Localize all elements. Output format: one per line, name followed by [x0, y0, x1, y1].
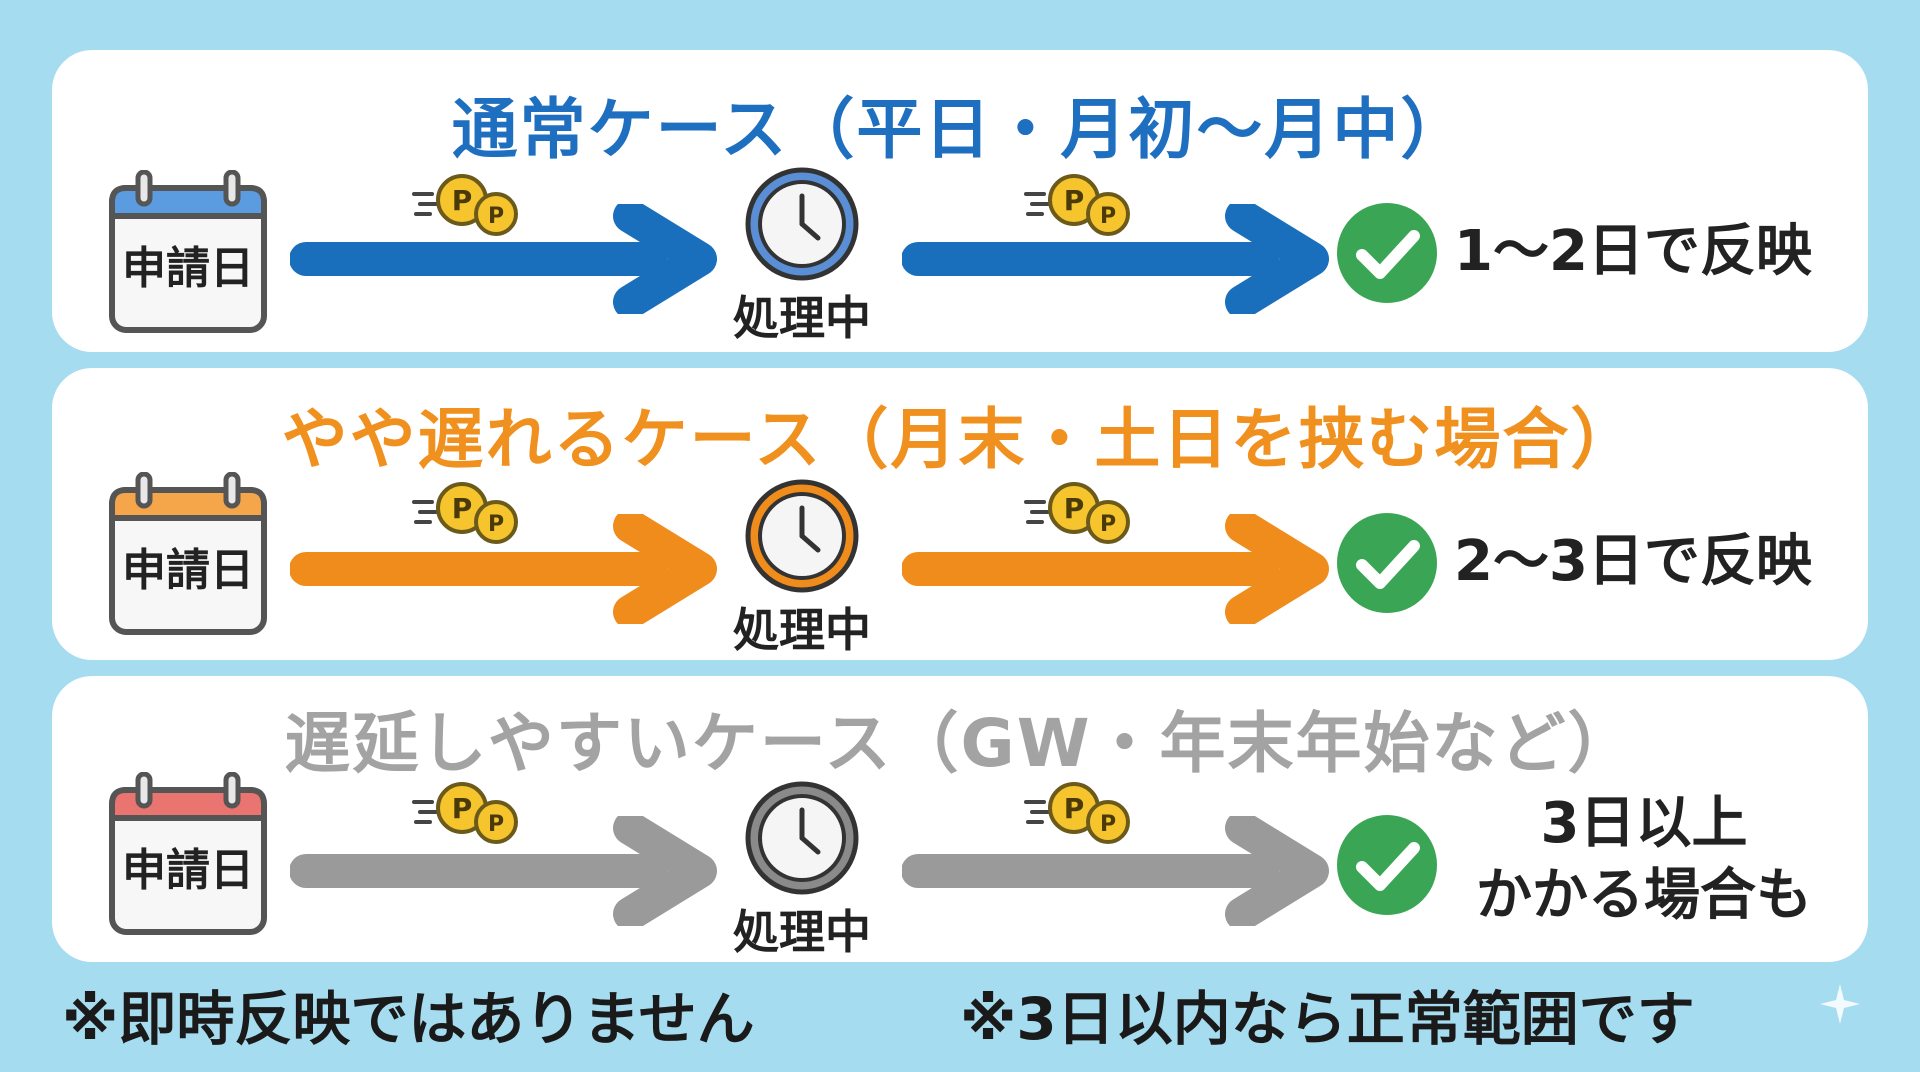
- case-flow: 申請日 P P 処理中: [52, 676, 1868, 962]
- result-line: 2〜3日で反映: [1454, 529, 1812, 594]
- footer-notes: ※即時反映ではありません ※3日以内なら正常範囲です: [0, 972, 1920, 1062]
- point-coins-icon: P P: [412, 174, 518, 236]
- result-line: かかる場合も: [1476, 863, 1812, 928]
- svg-text:P: P: [1064, 792, 1085, 825]
- start-label: 申請日: [122, 243, 254, 294]
- case-title: 通常ケース（平日・月初〜月中）: [451, 91, 1469, 168]
- calendar-icon: 申請日: [108, 169, 268, 334]
- result-text: 1〜2日で反映: [1454, 216, 1874, 288]
- svg-text:P: P: [488, 204, 504, 229]
- svg-text:P: P: [488, 512, 504, 537]
- case-panel-likely-delayed: 遅延しやすいケース（GW・年末年始など） 申請日 P P: [52, 676, 1868, 962]
- arrow-icon: [902, 816, 1329, 926]
- sparkle-icon: [1820, 984, 1860, 1024]
- svg-text:P: P: [1064, 184, 1085, 217]
- note-right: ※3日以内なら正常範囲です: [960, 985, 1695, 1053]
- processing-label: 処理中: [733, 603, 871, 657]
- point-coins-icon: P P: [1024, 482, 1130, 544]
- clock-icon: [745, 479, 859, 593]
- svg-text:P: P: [452, 184, 473, 217]
- arrow-icon: [902, 204, 1329, 314]
- calendar-icon: 申請日: [108, 471, 268, 636]
- result-text: 3日以上 かかる場合も: [1454, 788, 1834, 932]
- processing-label: 処理中: [733, 291, 871, 345]
- svg-text:P: P: [452, 492, 473, 525]
- case-title: やや遅れるケース（月末・土日を挟む場合）: [281, 401, 1639, 478]
- point-coins-icon: P P: [1024, 782, 1130, 844]
- arrow-icon: [290, 204, 717, 314]
- clock-icon: [745, 167, 859, 281]
- check-circle-icon: [1337, 815, 1437, 915]
- start-label: 申請日: [122, 845, 254, 896]
- point-coins-icon: P P: [412, 782, 518, 844]
- result-line: 3日以上: [1540, 791, 1748, 856]
- calendar-icon: 申請日: [108, 771, 268, 936]
- case-flow: 申請日 P P 処理中: [52, 50, 1868, 352]
- case-panel-slightly-delayed: やや遅れるケース（月末・土日を挟む場合） 申請日 P P: [52, 368, 1868, 660]
- case-title: 遅延しやすいケース（GW・年末年始など）: [284, 705, 1636, 782]
- point-coins-icon: P P: [1024, 174, 1130, 236]
- svg-text:P: P: [488, 812, 504, 837]
- arrow-icon: [902, 514, 1329, 624]
- svg-text:P: P: [1100, 204, 1116, 229]
- svg-text:P: P: [452, 792, 473, 825]
- arrow-icon: [290, 816, 717, 926]
- arrow-icon: [290, 514, 717, 624]
- check-circle-icon: [1337, 513, 1437, 613]
- result-line: 1〜2日で反映: [1454, 219, 1812, 284]
- svg-text:P: P: [1064, 492, 1085, 525]
- result-text: 2〜3日で反映: [1454, 526, 1874, 598]
- clock-icon: [745, 781, 859, 895]
- case-panel-normal: 通常ケース（平日・月初〜月中） 申請日 P P: [52, 50, 1868, 352]
- point-coins-icon: P P: [412, 482, 518, 544]
- svg-text:P: P: [1100, 812, 1116, 837]
- check-circle-icon: [1337, 203, 1437, 303]
- case-flow: 申請日 P P 処理中: [52, 368, 1868, 660]
- note-left: ※即時反映ではありません: [62, 985, 755, 1053]
- processing-label: 処理中: [733, 905, 871, 959]
- svg-text:P: P: [1100, 512, 1116, 537]
- start-label: 申請日: [122, 545, 254, 596]
